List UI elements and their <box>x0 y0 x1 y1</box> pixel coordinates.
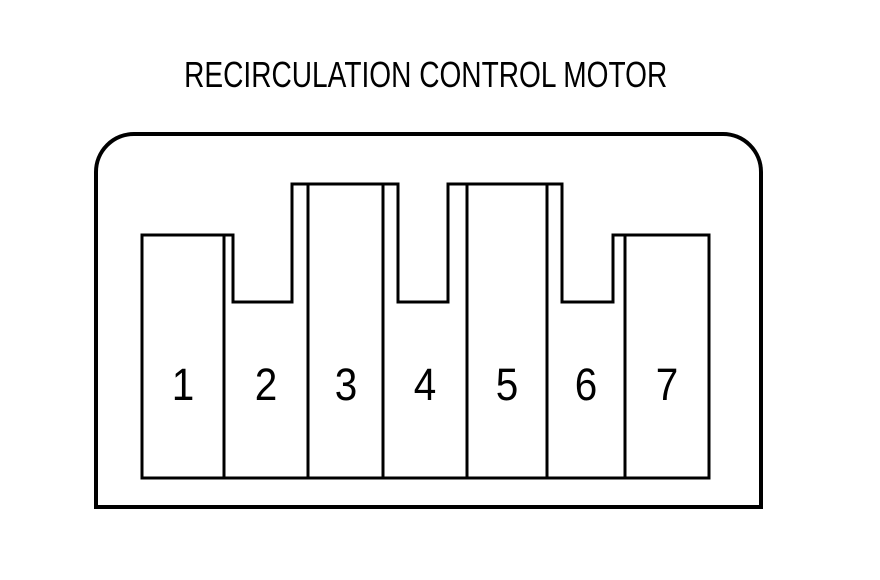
pin-label-2: 2 <box>254 359 278 410</box>
pin-label-1: 1 <box>171 359 195 410</box>
cavity-block-outline <box>140 182 711 480</box>
diagram-title-text: RECIRCULATION CONTROL MOTOR <box>184 54 668 95</box>
pin-label-3: 3 <box>334 359 358 410</box>
diagram-title: RECIRCULATION CONTROL MOTOR <box>0 55 866 95</box>
pin-label-6: 6 <box>574 359 598 410</box>
connector-housing-outline <box>94 132 763 509</box>
pin-label-5: 5 <box>495 359 519 410</box>
pin-label-4: 4 <box>413 359 437 410</box>
pin-label-7: 7 <box>655 359 679 410</box>
